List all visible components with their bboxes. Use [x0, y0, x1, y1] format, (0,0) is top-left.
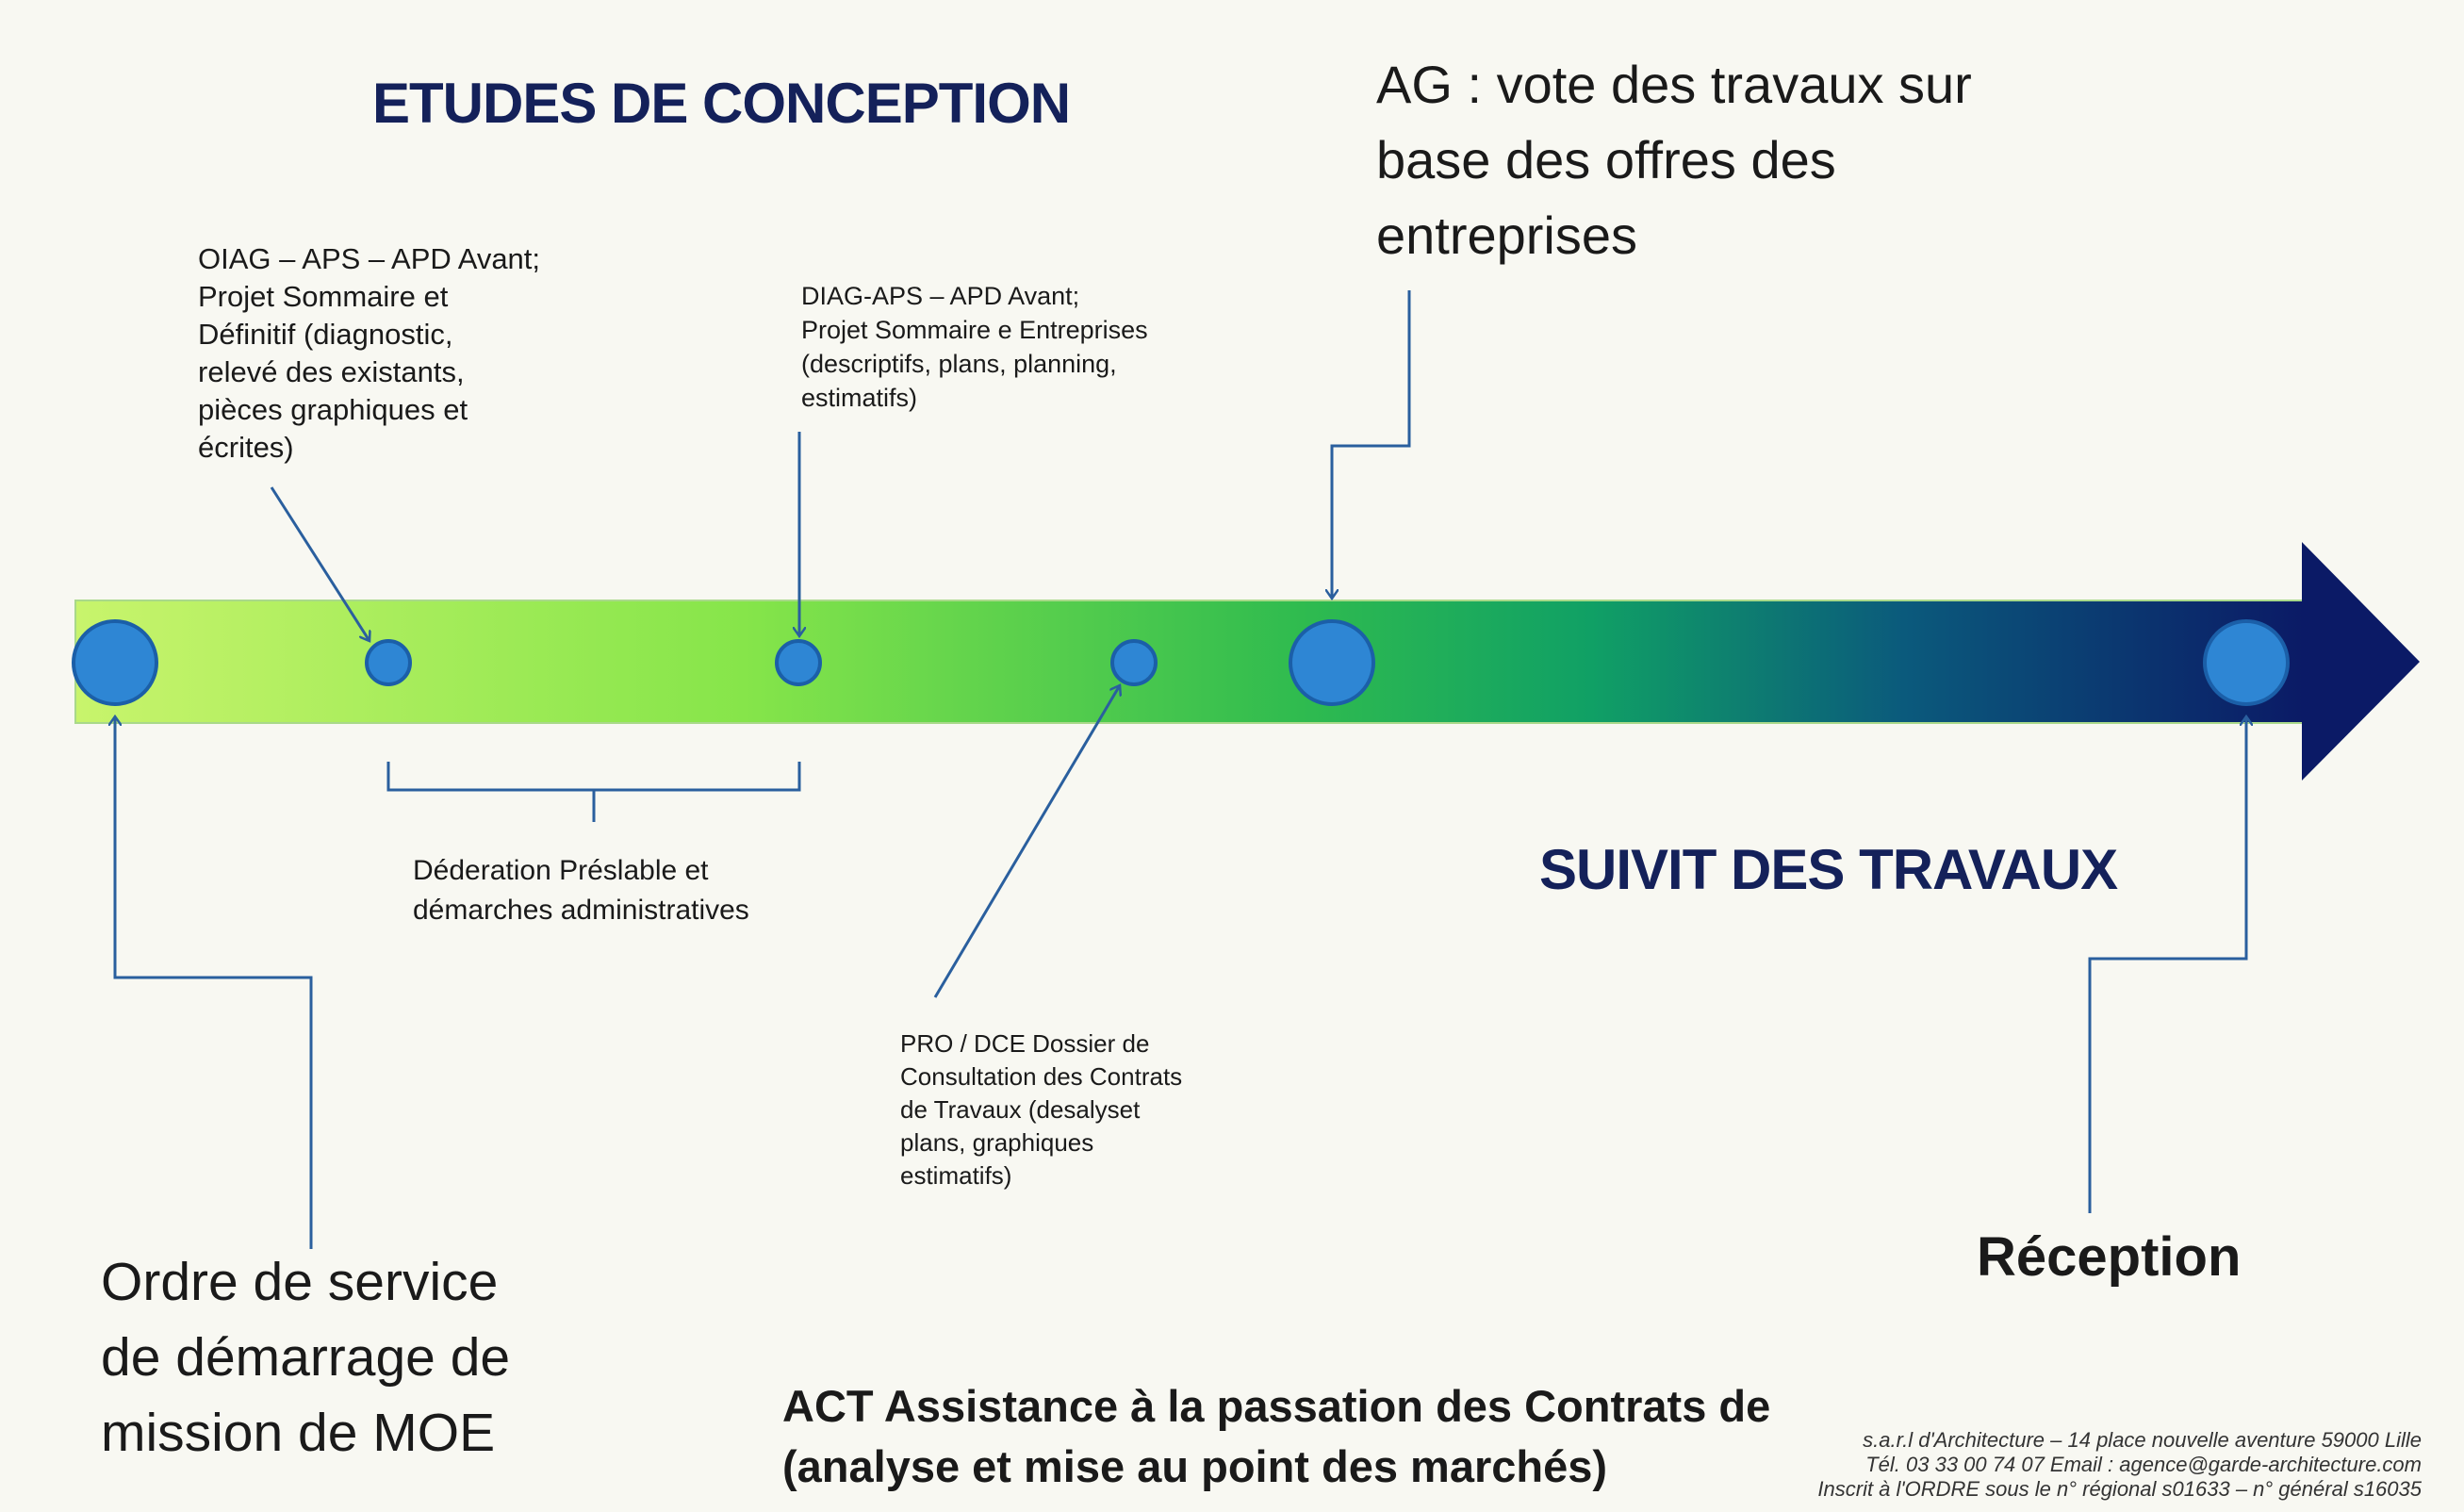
annotation-act: ACT Assistance à la passation des Contra…: [782, 1381, 1771, 1491]
bracket-deliberation: [386, 762, 801, 792]
connector-reception: [2088, 716, 2246, 1213]
connector-ag: [1332, 290, 1411, 599]
footer-company-info: s.a.r.l d'Architecture – 14 place nouvel…: [1817, 1428, 2422, 1502]
milestones: [72, 619, 2290, 706]
connectors: [115, 290, 2246, 1249]
connector-ordre: [115, 716, 313, 1249]
annotation-reception: Réception: [1977, 1226, 2242, 1288]
footer-contact: Tél. 03 33 00 74 07 Email : agence@garde…: [1865, 1453, 2422, 1476]
footer-address: s.a.r.l d'Architecture – 14 place nouvel…: [1863, 1428, 2422, 1452]
connector-diag: [270, 486, 370, 641]
title-etudes-conception: ETUDES DE CONCEPTION: [372, 72, 1071, 135]
milestone-start: [72, 619, 158, 706]
connector-pro: [933, 685, 1120, 998]
milestone-ag: [1289, 619, 1375, 706]
annotation-diag-mid: DIAG-APS – APD Avant; Projet Sommaire e …: [801, 282, 1148, 412]
timeline-arrow: [74, 542, 2420, 781]
footer-registration: Inscrit à l'ORDRE sous le n° régional s0…: [1817, 1477, 2422, 1501]
milestone-reception: [2203, 619, 2290, 706]
annotation-diag-left: OIAG – APS – APD Avant; Projet Sommaire …: [198, 242, 541, 464]
milestone-apd: [775, 639, 822, 686]
annotation-ag-vote: AG : vote des travaux sur base des offre…: [1376, 55, 1972, 265]
milestone-pro: [1110, 639, 1158, 686]
title-suivi-travaux: SUIVIT DES TRAVAUX: [1539, 838, 2118, 901]
annotation-ordre-service: Ordre de service de démarrage de mission…: [101, 1252, 511, 1463]
annotation-deliberation: Déderation Préslable et démarches admini…: [413, 855, 749, 926]
annotation-pro-dce: PRO / DCE Dossier de Consultation des Co…: [900, 1029, 1183, 1190]
milestone-diag: [365, 639, 412, 686]
